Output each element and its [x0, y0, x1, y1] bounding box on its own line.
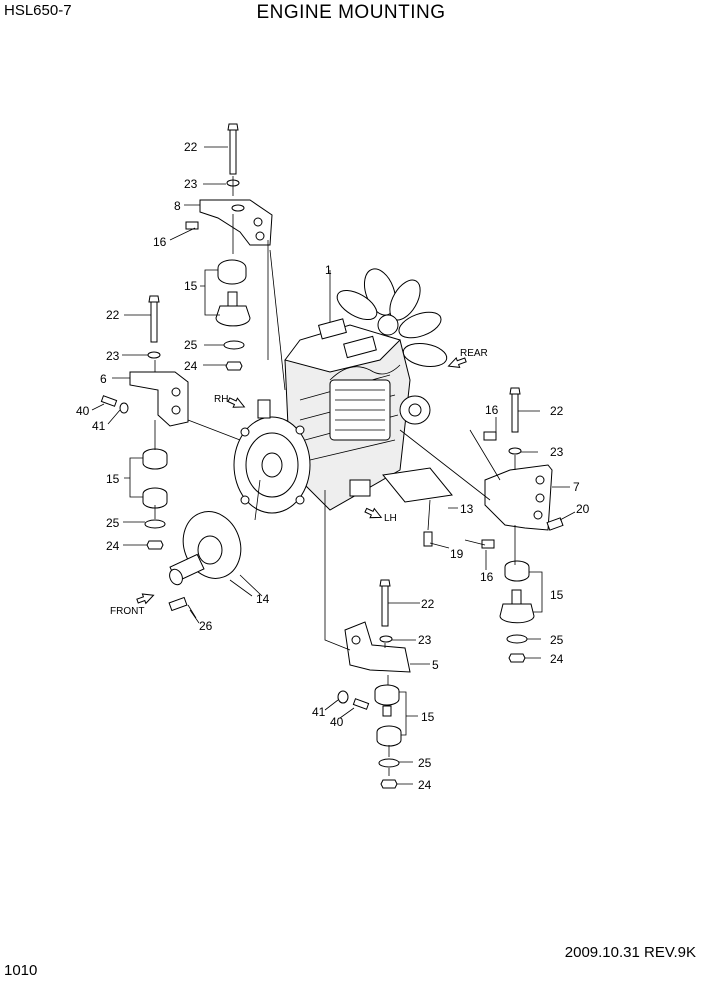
callout-label: 23 — [106, 349, 120, 363]
rear-label: REAR — [460, 348, 488, 359]
callout-label: 25 — [106, 516, 120, 530]
callout-label: 24 — [418, 778, 432, 792]
cushion-15-lower — [215, 305, 251, 327]
engine-fan — [336, 268, 448, 367]
callout-label: 41 — [92, 419, 106, 433]
callout-label: 16 — [153, 235, 167, 249]
bracket-6 — [129, 371, 189, 427]
bolt-22-left — [150, 301, 158, 343]
callout-label: 22 — [550, 404, 564, 418]
callout-leaders — [91, 146, 576, 785]
top-mount-group — [185, 123, 286, 391]
callout-label: 20 — [576, 502, 590, 516]
bolt-40-left — [100, 395, 118, 407]
nut-24-right — [508, 653, 526, 663]
callout-label: 22 — [421, 597, 435, 611]
washer-23-right — [508, 447, 522, 455]
callout-label: 19 — [450, 547, 464, 561]
callout-label: 23 — [184, 177, 198, 191]
page-number: 1010 — [4, 962, 38, 979]
callout-label: 15 — [184, 279, 198, 293]
callout-label: 8 — [174, 199, 181, 213]
bolt-22-top — [229, 129, 237, 175]
callout-label: 15 — [550, 588, 564, 602]
coupling-group — [168, 511, 253, 619]
left-mount-group — [100, 295, 261, 550]
rear-arrow-icon — [447, 357, 467, 368]
callout-label: 24 — [184, 359, 198, 373]
nut-24-left — [146, 540, 164, 550]
callout-label: 23 — [418, 633, 432, 647]
callout-label: 22 — [184, 140, 198, 154]
callout-label: 16 — [485, 403, 499, 417]
washer-23-bottom — [379, 635, 393, 643]
washer-25-left — [144, 519, 166, 529]
washer-23-left — [147, 351, 161, 359]
cushion-15-right-lower — [499, 603, 535, 624]
callout-label: 15 — [421, 710, 435, 724]
callout-label: 23 — [550, 445, 564, 459]
callout-label: 26 — [199, 619, 213, 633]
front-label: FRONT — [110, 606, 144, 617]
callout-label: 14 — [256, 592, 270, 606]
lh-arrow-icon — [364, 507, 383, 519]
right-mount-group — [382, 387, 564, 663]
callout-label: 5 — [432, 658, 439, 672]
bottom-mount-group — [324, 490, 411, 789]
bolt-16-top — [185, 221, 199, 230]
bracket-5 — [344, 621, 411, 673]
washer-25-right — [506, 634, 528, 644]
callout-label: 41 — [312, 705, 326, 719]
nut-24-top — [225, 361, 243, 371]
washer-25-top — [223, 340, 245, 350]
callout-label: 6 — [100, 372, 107, 386]
callout-label: 1 — [325, 263, 332, 277]
callout-label: 25 — [184, 338, 198, 352]
callout-label: 24 — [550, 652, 564, 666]
model-code: HSL650-7 — [4, 2, 72, 19]
bolt-22-bottom — [381, 585, 389, 627]
bolt-26 — [168, 596, 188, 612]
page-title: ENGINE MOUNTING — [256, 2, 446, 23]
washer-41-bottom — [337, 690, 349, 704]
plate-13 — [382, 467, 453, 503]
callout-label: 24 — [106, 539, 120, 553]
bolt-16-right-bottom — [481, 539, 495, 549]
callout-label: 15 — [106, 472, 120, 486]
bolt-40-bottom — [352, 698, 370, 710]
nut-24-bottom — [380, 779, 398, 789]
bolt-19 — [423, 531, 433, 547]
bolt-22-right — [511, 393, 519, 433]
lh-label: LH — [384, 513, 397, 524]
engine-assembly — [233, 268, 448, 514]
callout-label: 22 — [106, 308, 120, 322]
callout-label: 25 — [550, 633, 564, 647]
callout-numbers: 22 23 8 16 15 1 22 25 24 23 6 40 41 15 2… — [76, 140, 590, 792]
callout-label: 16 — [480, 570, 494, 584]
rh-arrow-icon — [227, 397, 246, 408]
bolt-20 — [546, 517, 564, 531]
callout-label: 13 — [460, 502, 474, 516]
front-arrow-icon — [136, 593, 155, 605]
washer-25-bottom — [378, 758, 400, 768]
rh-label: RH — [214, 394, 228, 405]
bracket-8 — [199, 199, 273, 246]
callout-label: 40 — [330, 715, 344, 729]
callout-label: 25 — [418, 756, 432, 770]
direction-indicators: REAR RH LH FRONT — [110, 348, 488, 617]
date-revision: 2009.10.31 REV.9K — [564, 944, 696, 961]
bolt-16-right-top — [483, 431, 497, 441]
washer-41-left — [119, 402, 129, 414]
callout-label: 7 — [573, 480, 580, 494]
callout-label: 40 — [76, 404, 90, 418]
